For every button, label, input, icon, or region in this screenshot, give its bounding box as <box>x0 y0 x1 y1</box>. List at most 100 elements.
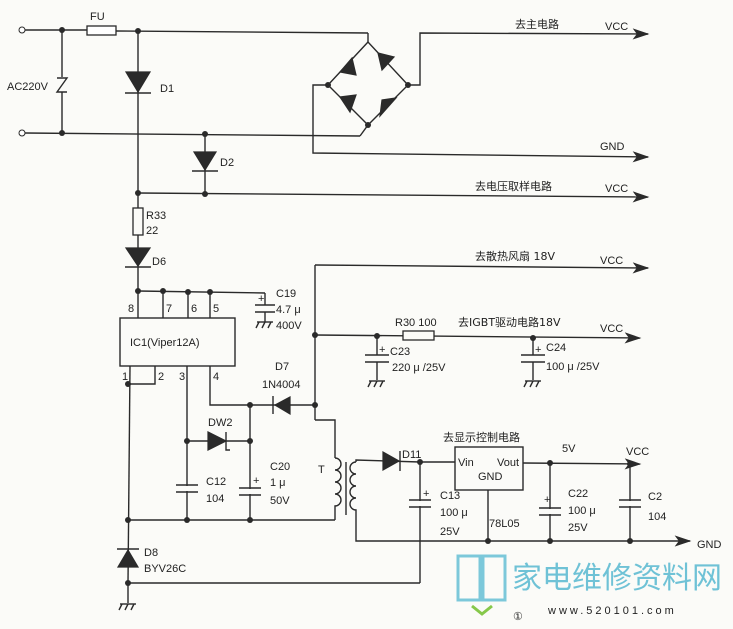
ic-pins-7-label: 4 <box>213 371 219 383</box>
text-mark: + <box>423 488 429 500</box>
ic-pins-0-label: 8 <box>128 303 134 315</box>
path-mark <box>116 548 140 568</box>
caps-c20_val1-label: 1 μ <box>270 477 286 489</box>
outputs-vcc-label: VCC <box>605 21 628 33</box>
site-logo: 家电维修资料网 ① www.520101.com <box>456 554 722 623</box>
caps-c22-label: C22 <box>568 488 588 500</box>
circle-mark <box>59 27 65 33</box>
text-mark: + <box>544 494 550 506</box>
path-mark <box>128 366 156 385</box>
diodes-d8_part-label: BYV26C <box>144 563 186 575</box>
circle-mark <box>18 26 26 34</box>
line-mark <box>522 458 642 470</box>
text-mark: + <box>379 344 385 356</box>
use-mark <box>118 603 137 611</box>
text-mark: + <box>535 344 541 356</box>
diodes-d11-label: D11 <box>402 449 421 461</box>
path-mark <box>315 419 336 458</box>
startup-chain: D1 D2 去电压取样电路 VCC R33 22 D6 <box>124 31 650 291</box>
line-mark <box>115 30 369 34</box>
rect-mark <box>243 489 257 494</box>
line-mark <box>314 262 650 274</box>
caps-c2-label: C2 <box>648 491 662 503</box>
ic-pins-5-label: 2 <box>158 371 164 383</box>
ac-input: FU AC220V <box>7 11 369 137</box>
path-mark <box>124 247 152 268</box>
diodes-d7-label: D7 <box>275 361 289 373</box>
circle-mark <box>247 438 253 444</box>
rect-mark <box>481 554 507 602</box>
caps-c13_val1-label: 100 μ <box>440 507 468 519</box>
outputs-gnd-label: GND <box>600 141 625 153</box>
caps-c13_val2-label: 25V <box>440 526 460 538</box>
d8-byv26c: D8 BYV26C <box>116 547 186 611</box>
ic1-viper12a: IC1(Viper12A) 8 7 6 5 1 2 3 4 + C19 4.7 … <box>119 288 315 584</box>
regulator-part-label: 78L05 <box>489 518 520 530</box>
regulator-vin-label: Vin <box>458 457 474 469</box>
diodes-d6-label: D6 <box>152 256 166 268</box>
caps-c12-label: C12 <box>206 476 226 488</box>
rect-mark <box>132 207 144 236</box>
circle-mark <box>125 381 131 387</box>
caps-c22_val2-label: 25V <box>568 522 588 534</box>
fuse <box>86 25 117 36</box>
diodes-d1-label: D1 <box>160 83 174 95</box>
path-mark <box>334 457 342 520</box>
diodes-dw2-label: DW2 <box>208 417 232 429</box>
caps-c20_val2-label: 50V <box>270 495 290 507</box>
caps-c2_val-label: 104 <box>648 511 666 523</box>
line-mark <box>24 132 361 137</box>
circle-mark <box>184 438 190 444</box>
caps-c22_val1-label: 100 μ <box>568 505 596 517</box>
path-mark <box>312 84 650 163</box>
resistors-r33-label: R33 <box>146 210 166 222</box>
caps-c19_val2-label: 400V <box>276 320 302 332</box>
outputs-fan-label: 去散热风扇 18V <box>475 249 555 263</box>
path-mark <box>207 431 228 451</box>
circle-mark <box>184 517 190 523</box>
circle-mark <box>485 538 491 544</box>
line-mark <box>137 290 266 294</box>
outputs-vcc-label: VCC <box>600 255 623 267</box>
outputs-v5-label: 5V <box>562 443 576 455</box>
rect-mark <box>402 330 435 341</box>
line-mark <box>137 191 650 203</box>
use-mark <box>367 380 386 388</box>
diodes-d7_part-label: 1N4004 <box>262 379 301 391</box>
rect-mark <box>456 554 482 602</box>
transformer-label: T <box>318 464 325 476</box>
watermark-site_cn-label: 家电维修资料网 <box>512 561 722 596</box>
line-mark <box>359 124 369 137</box>
ic-pins-1-label: 7 <box>166 303 172 315</box>
caps-c19_val1-label: 4.7 μ <box>276 304 301 316</box>
caps-c20-label: C20 <box>270 461 290 473</box>
path-mark <box>377 52 396 72</box>
path-mark <box>408 28 650 86</box>
outputs-vcc-label: VCC <box>600 323 623 335</box>
path-mark <box>338 94 357 114</box>
use-mark <box>523 380 542 388</box>
input-fuse-label: FU <box>90 11 105 23</box>
rect-mark <box>543 509 557 514</box>
input-source-label: AC220V <box>7 81 49 93</box>
path-mark <box>192 151 218 172</box>
caps-c24-label: C24 <box>546 342 566 354</box>
diodes-d2-label: D2 <box>220 157 234 169</box>
path-mark <box>273 396 291 416</box>
rect-mark <box>454 446 524 491</box>
ic-label-label: IC1(Viper12A) <box>130 337 200 349</box>
path-mark <box>379 97 398 118</box>
ic-pins-4-label: 1 <box>122 371 128 383</box>
resistors-r30-label: R30 100 <box>395 317 437 329</box>
rect-mark <box>413 501 427 506</box>
line-mark <box>314 332 642 344</box>
text-mark: + <box>258 293 264 305</box>
watermark-site_url-label: www.520101.com <box>547 605 677 617</box>
ic-pins-3-label: 5 <box>213 303 219 315</box>
caps-c24_val-label: 100 μ /25V <box>546 361 600 373</box>
circle-mark <box>247 517 253 523</box>
